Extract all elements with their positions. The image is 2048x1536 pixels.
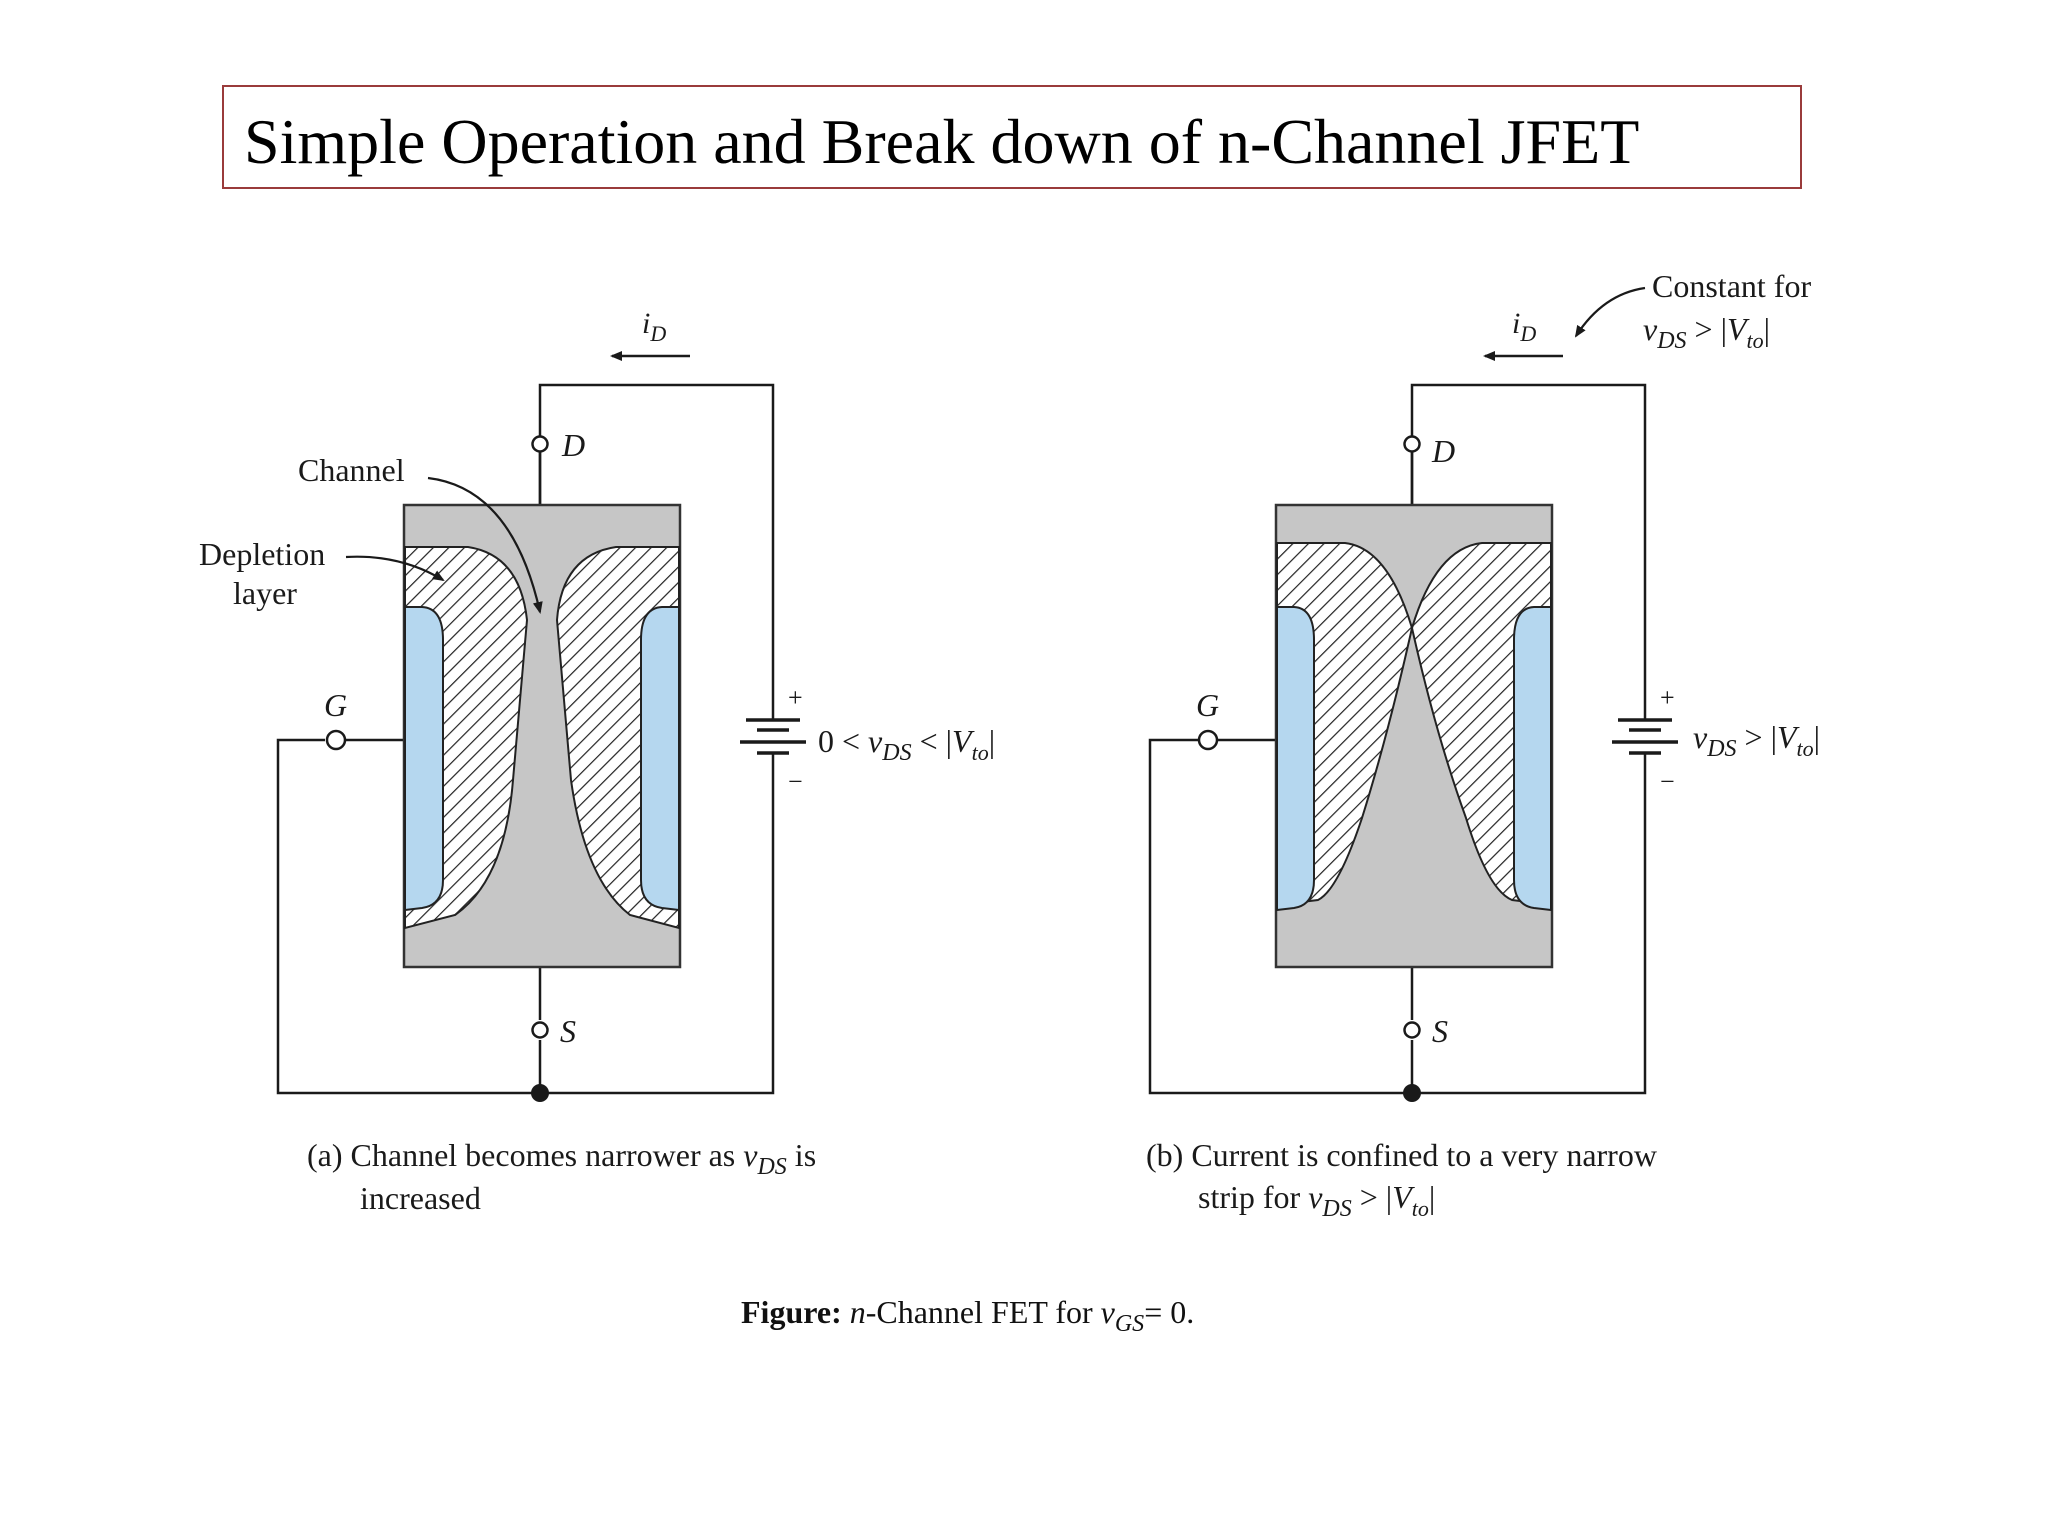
channel-label: Channel [298,452,405,488]
caption-b-line2: strip for vDS > |Vto| [1198,1179,1435,1222]
circuit-wires-a [276,383,775,1095]
depletion-label-line2: layer [233,575,297,611]
drain-label-b: D [1431,433,1455,469]
condition-label-b: vDS > |Vto| [1693,719,1820,762]
gate-region-left-a [404,606,444,912]
junction-dot-a [531,1084,549,1102]
gate-terminal-a [325,729,347,751]
battery-plus-a: + [788,683,803,712]
battery-b [1612,704,1678,764]
gate-region-right-b [1513,606,1552,912]
depletion-pointer-arrow [345,555,445,582]
battery-plus-b: + [1660,683,1675,712]
battery-minus-a: − [788,767,803,796]
battery-a [740,704,806,764]
caption-b-line1: (b) Current is confined to a very narrow [1146,1137,1657,1173]
gate-label-a: G [324,687,347,723]
source-label-b: S [1432,1013,1448,1049]
title-box: Simple Operation and Break down of n-Cha… [222,85,1802,189]
constant-note-line1: Constant for [1652,268,1811,304]
depletion-label-line1: Depletion [199,536,325,572]
constant-pointer-arrow [1574,286,1646,338]
current-label-a: iD [642,307,666,346]
source-terminal-a [531,1021,549,1039]
drain-terminal-a [531,435,549,453]
gate-terminal-b [1197,729,1219,751]
gate-label-b: G [1196,687,1219,723]
diagram-a: D S G iD Channel Depletion layer + − 0 <… [199,307,995,1216]
constant-note-line2: vDS > |Vto| [1643,311,1770,354]
figure-caption: Figure: n-Channel FET for vGS= 0. [741,1294,1194,1337]
condition-label-a: 0 < vDS < |Vto| [818,723,995,766]
caption-a-line2: increased [360,1180,481,1216]
gate-region-right-a [640,606,680,912]
caption-a-line1: (a) Channel becomes narrower as vDS is [307,1137,816,1180]
source-terminal-b [1403,1021,1421,1039]
drain-terminal-b [1403,435,1421,453]
channel-pointer-arrow [427,476,543,614]
diagram-b: D S G iD Constant for vDS > |Vto| + − vD… [1146,268,1820,1222]
source-label-a: S [560,1013,576,1049]
drain-label-a: D [561,427,585,463]
junction-dot-b [1403,1084,1421,1102]
current-label-b: iD [1512,307,1536,346]
gate-region-left-b [1276,606,1315,912]
slide-title: Simple Operation and Break down of n-Cha… [244,106,1640,177]
battery-minus-b: − [1660,767,1675,796]
